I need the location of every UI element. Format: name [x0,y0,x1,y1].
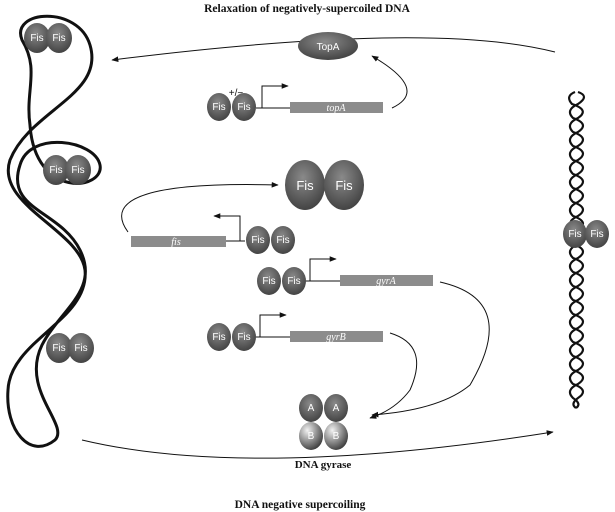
fis-label: Fis [52,33,65,44]
topa-label: TopA [317,42,340,53]
fis-protein-product: Fis Fis [285,160,364,210]
gyrase-a-subunit [324,394,348,422]
fis-protein [65,155,91,185]
fis-dimer-dna-bottom: Fis Fis [46,333,94,363]
fis-label: Fis [335,178,353,193]
fis-label: Fis [276,235,289,246]
fis-protein [257,267,281,295]
gyrase-b-label: B [308,431,315,442]
topa-gene-bar [290,102,383,113]
fis-protein [271,226,295,254]
gyra-gene-unit: Fis Fis gyrA [257,256,433,295]
top-title: Relaxation of negatively-supercoiled DNA [204,3,411,15]
promoter-arrow [213,213,241,241]
fis-label: Fis [237,332,250,343]
gyrase-b-label: B [333,431,340,442]
fis-label: Fis [296,178,314,193]
fis-protein [68,333,94,363]
gyrase-a-label: A [308,403,315,414]
fis-translation-arrow [121,182,279,233]
gyrase-a-subunit [299,394,323,422]
supercoiling-arrow [81,430,554,459]
fis-gene-bar [131,236,226,247]
fis-dimer-dna-top: Fis Fis [24,23,72,53]
fis-label: Fis [52,343,65,354]
promoter-arrow [309,256,337,281]
topa-translation-arrow [371,55,408,109]
fis-protein [563,220,587,248]
gyrase-a-label: A [333,403,340,414]
fis-protein [282,267,306,295]
topa-gene-unit: +/− Fis Fis topA [207,83,383,121]
relaxed-dna [6,14,102,448]
fis-dimer-dna-middle: Fis Fis [43,155,91,185]
gyrb-translation-arrow [369,332,418,419]
fis-protein [24,23,50,53]
fis-protein [232,93,256,121]
gyrase-b-subunit [324,422,348,450]
fis-protein [46,23,72,53]
promoter-arrow [259,312,287,337]
gyra-gene-label: gyrA [376,276,396,287]
relaxation-arrow [111,37,556,62]
fis-protein [43,155,69,185]
fis-gene-unit: fis Fis Fis [131,213,295,254]
fis-protein [46,333,72,363]
gyrb-gene-label: gyrB [326,332,345,343]
fis-label: Fis [287,276,300,287]
fis-protein [232,323,256,351]
supercoiled-dna [568,90,586,409]
topa-protein: TopA [298,32,358,60]
fis-label: Fis [74,343,87,354]
gyrase-caption: DNA gyrase [295,459,352,471]
gyra-translation-arrow [371,281,490,418]
fis-label: Fis [568,229,581,240]
fis-protein [246,226,270,254]
fis-label: Fis [212,332,225,343]
fis-label: Fis [251,235,264,246]
fis-protein [207,93,231,121]
dna-gyrase: A A B B DNA gyrase [295,394,352,471]
fis-label: Fis [590,229,603,240]
gyrase-b-subunit [299,422,323,450]
promoter-arrow [261,83,289,108]
gyrb-gene-bar [290,331,383,342]
regulation-sign: +/− [229,88,244,99]
fis-label: Fis [30,33,43,44]
fis-label: Fis [212,102,225,113]
fis-label: Fis [237,102,250,113]
bottom-title: DNA negative supercoiling [235,499,366,511]
fis-protein [585,220,609,248]
fis-label: Fis [262,276,275,287]
fis-protein [207,323,231,351]
gyra-gene-bar [340,275,433,286]
fis-dimer-supercoiled: Fis Fis [563,220,609,248]
fis-gene-label: fis [171,237,181,248]
topa-gene-label: topA [327,103,347,114]
fis-label: Fis [71,165,84,176]
gyrb-gene-unit: Fis Fis gyrB [207,312,383,351]
fis-label: Fis [49,165,62,176]
